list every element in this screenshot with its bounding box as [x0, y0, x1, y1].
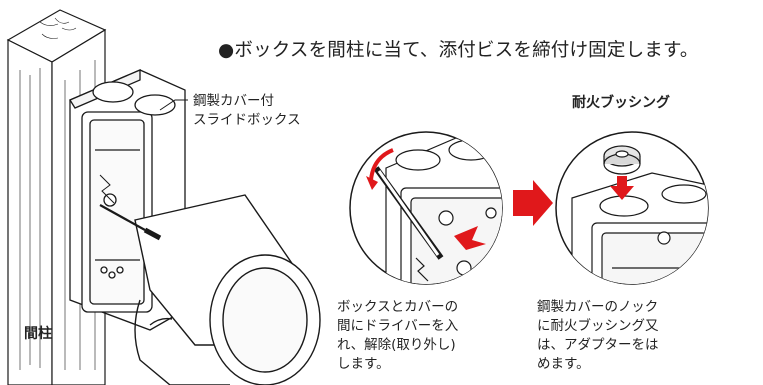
rotate-arrow-icon [369, 148, 394, 181]
step1-detail [349, 131, 503, 285]
box-label-line1: 鋼製カバー付 [193, 93, 274, 109]
box-label: 鋼製カバー付 スライドボックス [193, 92, 301, 130]
bushing-label: 耐火ブッシング [572, 95, 670, 111]
step1-caption: ボックスとカバーの 間にドライバーを入 れ、解除(取り外し) します。 [337, 299, 459, 372]
step2-caption: 鋼製カバーのノック に耐火ブッシング又 は、アダプターをは めます。 [537, 299, 659, 372]
step-arrow-icon [513, 180, 553, 226]
drill [99, 194, 321, 385]
down-arrow-icon [610, 176, 634, 200]
step2-detail [555, 131, 709, 285]
bushing-icon [603, 145, 641, 175]
post-label: 間柱 [24, 326, 52, 342]
instruction-headline: ●ボックスを間柱に当て、添付ビスを締付け固定します。 [218, 40, 699, 61]
box-label-leader [159, 99, 188, 111]
box-label-line2: スライドボックス [193, 112, 301, 128]
push-arrow-icon [454, 226, 486, 250]
